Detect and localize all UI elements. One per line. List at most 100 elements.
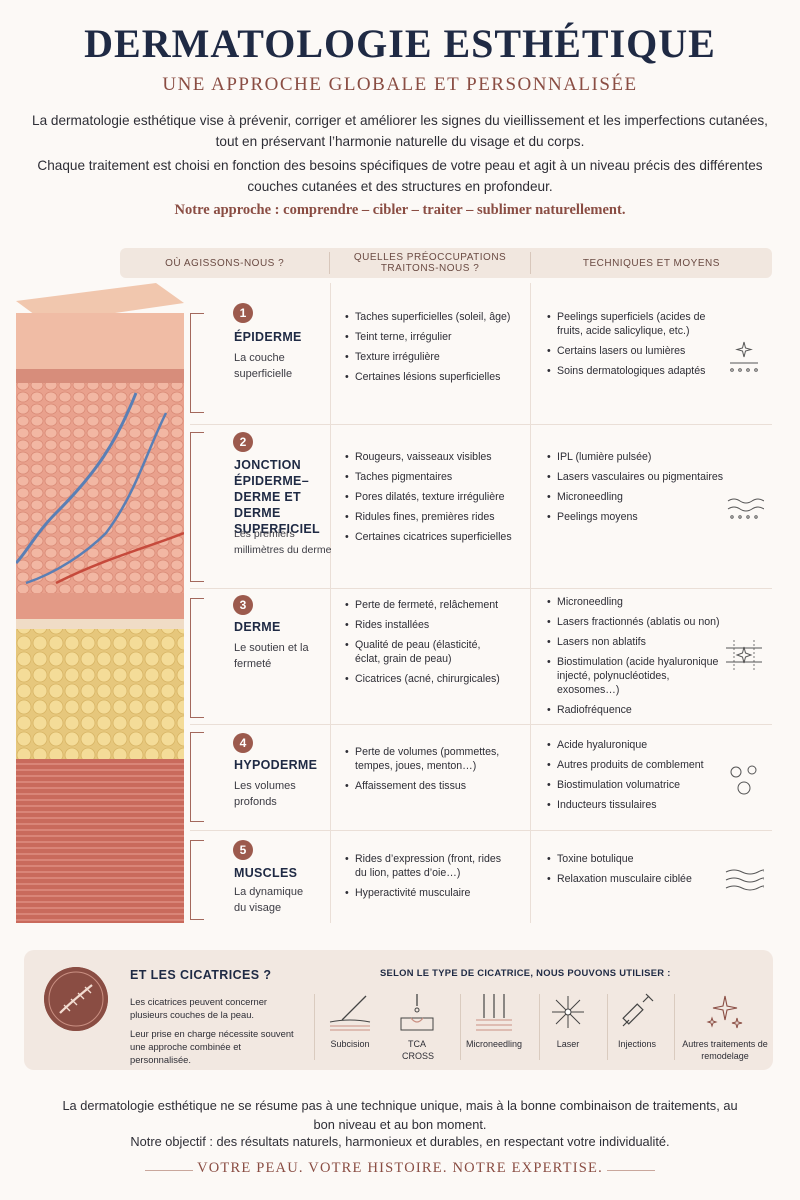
list-item: Ridules fines, premières rides [345, 510, 525, 524]
layer-bracket-1 [190, 313, 204, 413]
layer-bracket-5 [190, 840, 204, 920]
closing-paragraph-2: Notre objectif : des résultats naturels,… [130, 1134, 670, 1149]
header-divider [329, 252, 331, 274]
list-item: Perte de fermeté, relâchement [345, 598, 525, 612]
page-title: DERMATOLOGIE ESTHÉTIQUE [84, 21, 716, 66]
column-header-concerns: QUELLES PRÉOCCUPATIONS TRAITONS-NOUS ? [353, 252, 507, 274]
layer-name-hypoderme: HYPODERME [234, 758, 318, 772]
scar-stitches-icon [44, 967, 108, 1031]
layer-bracket-2 [190, 432, 204, 582]
concerns-list: Taches superficielles (soleil, âge) Tein… [345, 310, 525, 390]
list-item: Biostimulation (acide hyaluronique injec… [547, 655, 727, 697]
list-item: Acide hyaluronique [547, 738, 727, 752]
grid-sparkle-icon [726, 640, 762, 670]
scars-title: ET LES CICATRICES ? [130, 968, 272, 982]
scars-text-1: Les cicatrices peuvent concerner plusieu… [130, 996, 268, 1020]
column-divider [530, 283, 531, 923]
layer-name-derme: DERME [234, 620, 281, 634]
list-item: Autres produits de comblement [547, 758, 727, 772]
row-divider [190, 724, 772, 725]
table-header: OÙ AGISSONS-NOUS ? QUELLES PRÉOCCUPATION… [120, 248, 772, 278]
list-item: Qualité de peau (élasticité, éclat, grai… [345, 638, 495, 666]
column-header-where: OÙ AGISSONS-NOUS ? [165, 257, 285, 269]
techniques-list: IPL (lumière pulsée) Lasers vasculaires … [547, 450, 727, 530]
divider [539, 994, 540, 1060]
sparkle-dots-icon [730, 341, 758, 372]
list-item: Taches superficielles (soleil, âge) [345, 310, 525, 324]
concerns-list: Rides d’expression (front, rides du lion… [345, 852, 525, 906]
wavy-lines-icon [725, 869, 764, 891]
page-subtitle: UNE APPROCHE GLOBALE ET PERSONNALISÉE [162, 74, 638, 95]
tool-tca-cross: TCA CROSS [381, 992, 453, 1062]
list-item: Lasers fractionnés (ablatis ou non) [547, 615, 727, 629]
list-item: Lasers vasculaires ou pigmentaires [547, 470, 727, 484]
tool-laser: Laser [532, 992, 604, 1050]
list-item: Microneedling [547, 490, 727, 504]
techniques-list: Acide hyaluronique Autres produits de co… [547, 738, 727, 818]
list-item: Pores dilatés, texture irrégulière [345, 490, 525, 504]
sparkles-icon [706, 995, 743, 1029]
tool-label: Subcision [330, 1039, 370, 1049]
scar-treatments-title: SELON LE TYPE DE CICATRICE, NOUS POUVONS… [380, 967, 671, 978]
list-item: Cicatrices (acné, chirurgicales) [345, 672, 525, 686]
concerns-list: Perte de fermeté, relâchement Rides inst… [345, 598, 525, 692]
list-item: Toxine botulique [547, 852, 727, 866]
list-item: Certaines cicatrices superficielles [345, 530, 525, 544]
techniques-list: Peelings superficiels (acides de fruits,… [547, 310, 727, 384]
list-item: Relaxation musculaire ciblée [547, 872, 727, 886]
laser-burst-icon [552, 996, 584, 1028]
tool-label: Microneedling [465, 1039, 523, 1049]
list-item: Soins dermatologiques adaptés [547, 364, 727, 378]
closing-paragraph-1: La dermatologie esthétique ne se résume … [62, 1098, 738, 1132]
list-item: Inducteurs tissulaires [547, 798, 727, 812]
divider [607, 994, 608, 1060]
concerns-list: Rougeurs, vaisseaux visibles Taches pigm… [345, 450, 525, 550]
list-item: Perte de volumes (pommettes, tempes, jou… [345, 745, 505, 773]
list-item: Rides installées [345, 618, 525, 632]
list-item: Biostimulation volumatrice [547, 778, 727, 792]
bubbles-icon [730, 765, 757, 795]
scars-panel: ET LES CICATRICES ? Les cicatrices peuve… [24, 950, 773, 1070]
layer-description: Les premiers millimètres du derme [234, 528, 332, 556]
layer-name-epiderme: ÉPIDERME [234, 330, 302, 344]
scars-text-2: Leur prise en charge nécessite souvent u… [130, 1028, 294, 1065]
tagline-rule-left [145, 1170, 193, 1171]
microneedles-icon [476, 994, 512, 1031]
tagline-rule-right [607, 1170, 655, 1171]
techniques-list: Microneedling Lasers fractionnés (ablati… [547, 595, 727, 723]
list-item: Teint terne, irrégulier [345, 330, 525, 344]
tagline: VOTRE PEAU. VOTRE HISTOIRE. NOTRE EXPERT… [197, 1160, 603, 1176]
layer-number-badge: 3 [233, 595, 253, 615]
layer-number-badge: 2 [233, 432, 253, 452]
list-item: Rides d’expression (front, rides du lion… [345, 852, 510, 880]
layer-number-badge: 4 [233, 733, 253, 753]
techniques-list: Toxine botulique Relaxation musculaire c… [547, 852, 727, 892]
list-item: Certaines lésions superficielles [345, 370, 525, 384]
list-item: Hyperactivité musculaire [345, 886, 525, 900]
skin-layers-illustration [16, 283, 184, 923]
list-item: Peelings superficiels (acides de fruits,… [547, 310, 727, 338]
layer-bracket-4 [190, 732, 204, 822]
list-item: Lasers non ablatifs [547, 635, 727, 649]
tool-label: Autres traitements de remodelage [682, 1039, 768, 1061]
intro-paragraph-2: Chaque traitement est choisi en fonction… [37, 158, 763, 194]
layer-name-muscles: MUSCLES [234, 866, 298, 880]
header-divider [529, 252, 531, 274]
list-item: IPL (lumière pulsée) [547, 450, 727, 464]
tool-injections: Injections [601, 992, 673, 1050]
layer-name-jonction: JONCTION ÉPIDERME–DERME ET DERME SUPERFI… [234, 458, 320, 536]
list-item: Radiofréquence [547, 703, 727, 717]
row-divider [190, 424, 772, 425]
layer-number-badge: 1 [233, 303, 253, 323]
syringe-icon [622, 993, 654, 1027]
waves-dots-icon [727, 498, 764, 519]
concerns-list: Perte de volumes (pommettes, tempes, jou… [345, 745, 525, 799]
layer-description: La couche superficielle [234, 352, 293, 380]
tool-label: Laser [556, 1039, 580, 1049]
intro-paragraph-1: La dermatologie esthétique vise à préven… [32, 113, 768, 149]
list-item: Texture irrégulière [345, 350, 525, 364]
layer-bracket-3 [190, 598, 204, 718]
tool-microneedling: Microneedling [458, 992, 530, 1050]
column-divider [330, 283, 331, 923]
layer-description: Les volumes profonds [234, 780, 296, 808]
